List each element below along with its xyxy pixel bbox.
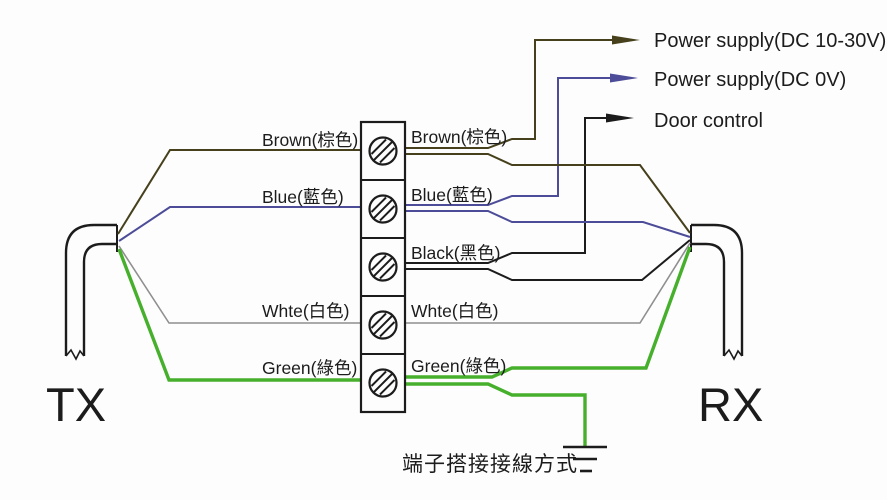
wire-green-left: [117, 248, 361, 382]
label-rx-device: RX: [698, 378, 763, 431]
terminal-block: [359, 120, 407, 414]
screw-slot-hatch: [370, 312, 396, 338]
wire-brown-left: [117, 149, 361, 235]
tx-cable-break-symbol: [65, 348, 85, 361]
label-left-brown: Brown(棕色): [262, 130, 358, 150]
label-right-black: Black(黑色): [411, 243, 500, 263]
rx-cable-break-symbol: [723, 348, 743, 361]
terminal-screw-white: [368, 310, 398, 340]
ground-symbol: [563, 445, 607, 473]
screw-slot-hatch: [370, 254, 396, 280]
screw-slot-hatch: [370, 138, 396, 164]
tx-cable-outer-contour: [64, 223, 117, 356]
arrowhead-power-negative: [610, 73, 638, 83]
label-door-control: Door control: [654, 110, 763, 132]
label-right-blue: Blue(藍色): [411, 185, 493, 205]
terminal-block-body: [359, 120, 407, 414]
rx-cable-inner-contour: [691, 242, 726, 356]
terminal-screw-green: [368, 368, 398, 398]
wire-blue-to-rx: [405, 210, 691, 238]
terminal-block-dividers: [361, 179, 405, 355]
screw-icon: [368, 194, 398, 224]
wire-blue-left: [118, 206, 361, 242]
rx-cable-outer-contour: [691, 223, 744, 356]
screw-slot-hatch: [370, 196, 396, 222]
label-tx-device: TX: [46, 378, 106, 431]
label-right-white: Whte(白色): [411, 301, 499, 321]
wire-brown-to-rx: [405, 153, 691, 234]
terminal-screw-blue: [368, 194, 398, 224]
wire-brown-to-power-positive: [405, 39, 612, 149]
wire-green-to-ground: [405, 382, 587, 446]
wire-blue-to-power-negative: [405, 77, 610, 206]
arrowhead-door-control: [606, 113, 634, 123]
wire-white-to-rx: [405, 242, 691, 324]
screw-icon: [368, 310, 398, 340]
wire-black-to-door-control: [405, 117, 606, 264]
arrowhead-power-positive: [612, 35, 640, 45]
label-left-white: Whte(白色): [262, 301, 350, 321]
screw-slot-hatch: [370, 370, 396, 396]
label-right-green: Green(綠色): [411, 356, 506, 376]
screw-icon: [368, 252, 398, 282]
terminal-screw-brown: [368, 136, 398, 166]
label-power-supply-negative: Power supply(DC 0V): [654, 69, 846, 91]
tx-cable: [64, 223, 118, 361]
screw-icon: [368, 368, 398, 398]
tx-cable-inner-contour: [82, 242, 117, 356]
label-left-green: Green(綠色): [262, 358, 357, 378]
label-left-blue: Blue(藍色): [262, 187, 344, 207]
diagram-caption: 端子搭接接線方式: [402, 453, 578, 476]
rx-cable: [690, 223, 744, 361]
wire-white-left: [118, 245, 361, 324]
label-power-supply-positive: Power supply(DC 10-30V): [654, 30, 886, 52]
terminal-screw-black: [368, 252, 398, 282]
label-right-brown: Brown(棕色): [411, 127, 507, 147]
wire-black-to-rx: [405, 239, 691, 281]
screw-icon: [368, 136, 398, 166]
wire-green-to-rx: [405, 246, 692, 379]
